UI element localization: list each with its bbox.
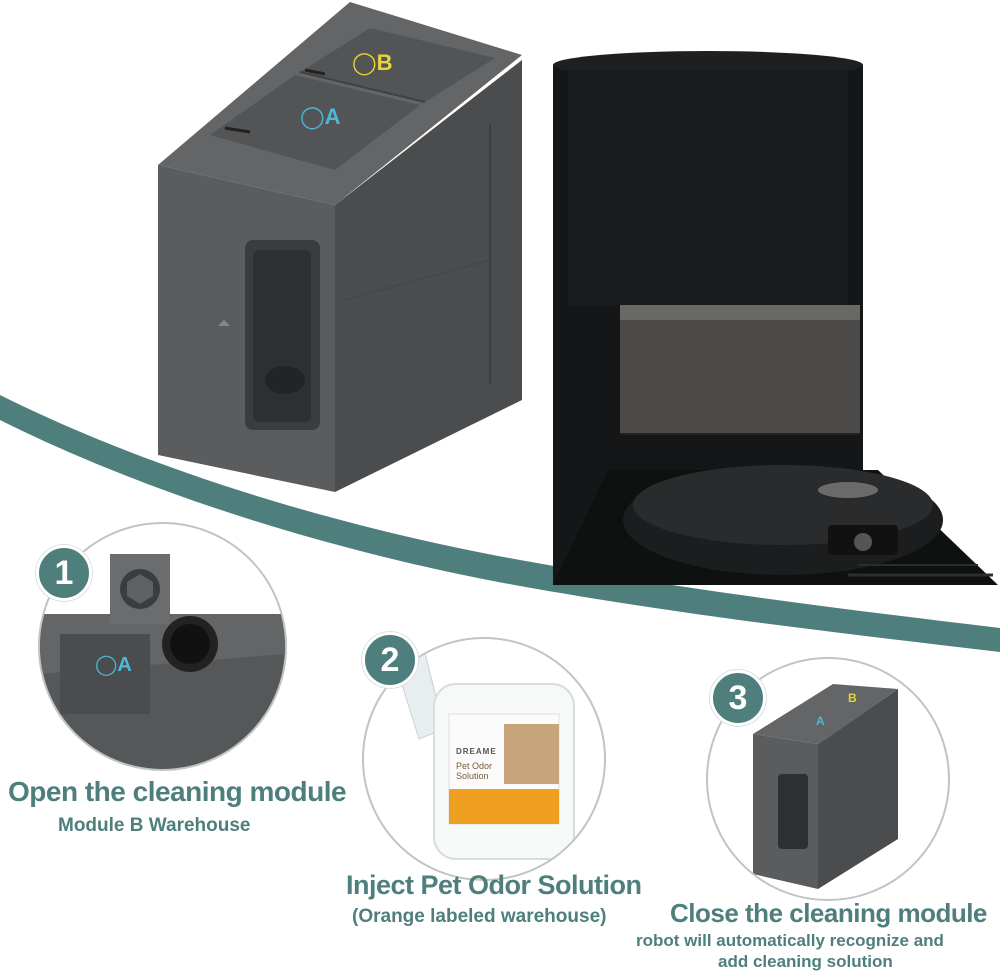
step-1-badge: 1: [36, 545, 92, 601]
step-3-badge: 3: [710, 670, 766, 726]
module-label-b: ◯B: [352, 50, 393, 75]
step-1-title: Open the cleaning module: [8, 776, 347, 807]
step-2-title: Inject Pet Odor Solution: [346, 870, 642, 900]
droplet-icon: ◯: [300, 104, 325, 129]
step-2-badge: 2: [362, 632, 418, 688]
cleaning-module-small: [753, 684, 898, 889]
step-3-subtitle-line2: add cleaning solution: [718, 952, 893, 971]
lid-label-a: ◯A: [95, 654, 132, 676]
module-small-label-b: B: [848, 691, 857, 705]
bottle-brand: DREAME: [456, 747, 497, 756]
module-small-label-a: A: [816, 714, 825, 728]
pet-odor-bottle: [393, 648, 575, 860]
base-station: [553, 51, 998, 585]
bottle-product: Pet Odor Solution: [456, 761, 493, 781]
step-1-subtitle: Module B Warehouse: [58, 815, 251, 836]
step-3-subtitle-line1: robot will automatically recognize and: [636, 931, 944, 950]
droplet-icon: ◯: [95, 654, 118, 676]
module-label-a: ◯A: [300, 104, 341, 129]
step-2-subtitle: (Orange labeled warehouse): [352, 906, 607, 927]
droplet-icon: ◯: [352, 50, 377, 75]
step-1-circle: ◯A: [38, 522, 287, 771]
cleaning-module-large: [158, 2, 522, 492]
step-3-title: Close the cleaning module: [670, 898, 987, 928]
